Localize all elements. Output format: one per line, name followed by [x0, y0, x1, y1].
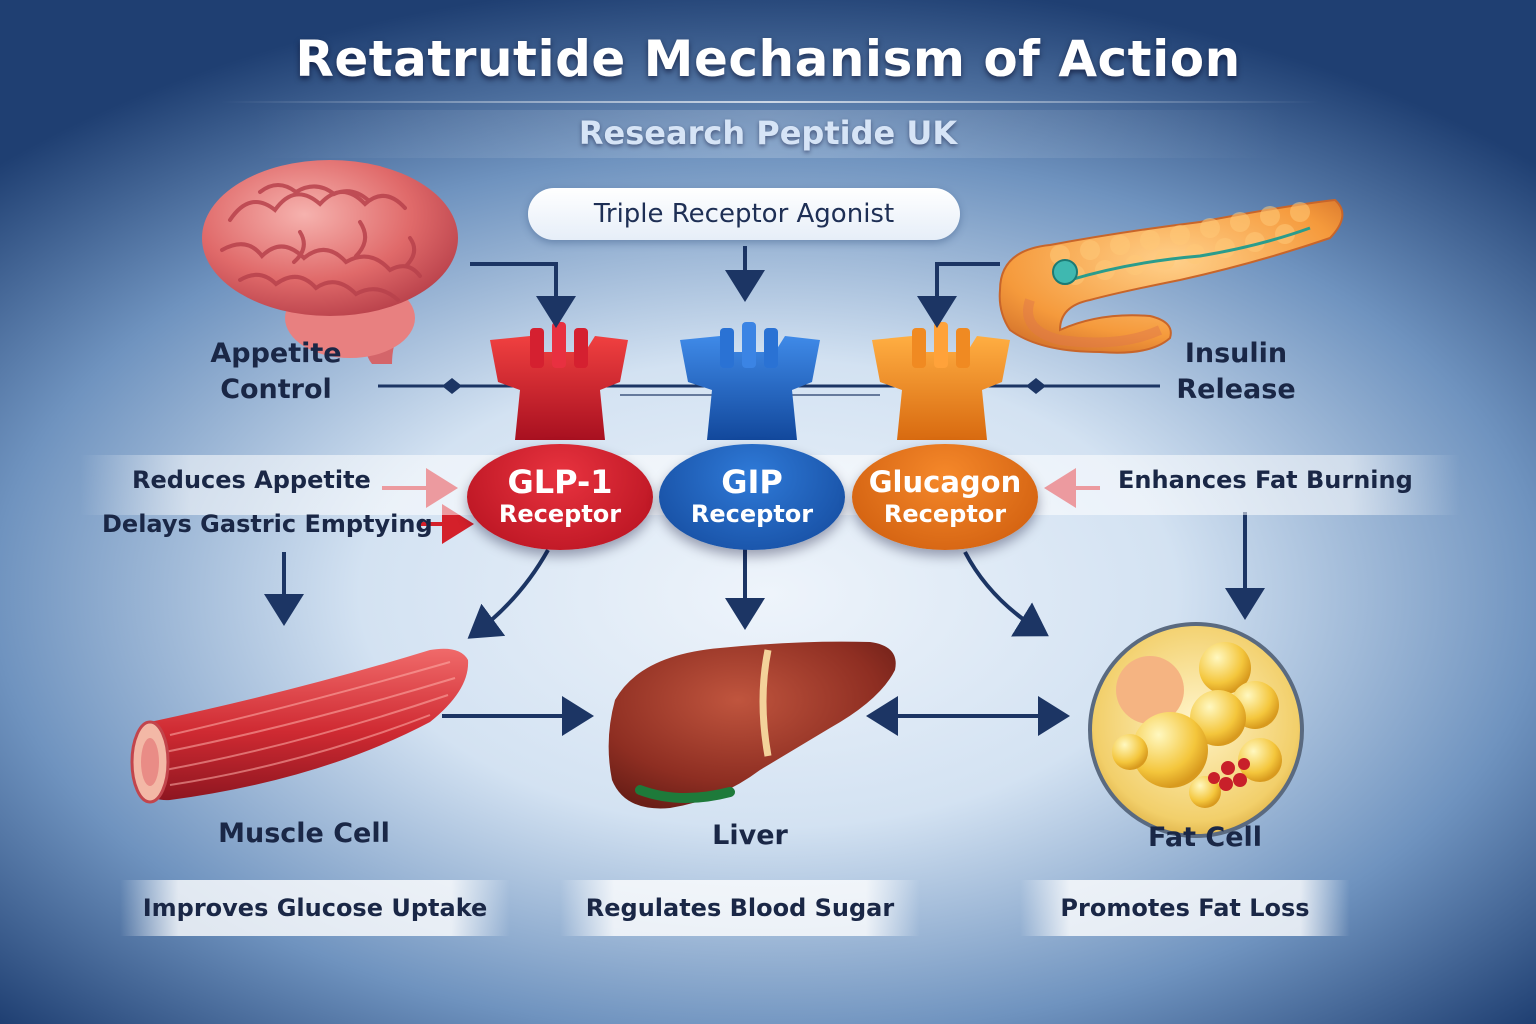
- fat-effect-label: Promotes Fat Loss: [1060, 894, 1310, 922]
- fat-cell-label: Fat Cell: [1147, 822, 1263, 853]
- effect-reduces-appetite: Reduces Appetite: [132, 466, 371, 494]
- effect-fat-burning: Enhances Fat Burning: [1118, 466, 1413, 494]
- muscle-illustration: [130, 648, 469, 804]
- liver-illustration: [608, 641, 896, 809]
- pancreas-illustration: [998, 198, 1344, 354]
- muscle-cell-label: Muscle Cell: [218, 818, 390, 849]
- receptor-glucagon-structure: [872, 322, 1010, 440]
- muscle-effect-label: Improves Glucose Uptake: [142, 894, 488, 922]
- arrow-glucagon-to-fat: [963, 551, 1049, 637]
- subtitle-band: [250, 110, 1286, 158]
- glp1-receptor: GLP-1 Receptor: [467, 444, 653, 550]
- insulin-release-label: Insulin Release: [1176, 338, 1296, 405]
- liver-label: Liver: [712, 820, 788, 851]
- arrow-pancreas-to-glucagon: [917, 262, 1000, 328]
- triple-agonist-label: Triple Receptor Agonist: [593, 199, 895, 229]
- receptor-gip-structure: [680, 322, 820, 440]
- fat-cell-illustration: [1088, 622, 1304, 838]
- page-subtitle: Research Peptide UK: [578, 114, 958, 152]
- liver-effect-band: Regulates Blood Sugar: [560, 880, 920, 936]
- arrow-glp1-to-muscle: [467, 549, 550, 639]
- appetite-control-label: Appetite Control: [210, 338, 342, 405]
- arrow-brain-to-glp1: [470, 262, 576, 328]
- page-title: Retatrutide Mechanism of Action: [295, 30, 1241, 88]
- gip-receptor: GIP Receptor: [659, 444, 845, 550]
- glucagon-receptor: Glucagon Receptor: [852, 444, 1038, 550]
- effect-delays-gastric: Delays Gastric Emptying: [102, 510, 433, 538]
- liver-effect-label: Regulates Blood Sugar: [585, 894, 895, 922]
- title-divider: [220, 101, 1320, 103]
- fat-effect-band: Promotes Fat Loss: [1020, 880, 1350, 936]
- muscle-effect-band: Improves Glucose Uptake: [120, 880, 510, 936]
- brain-illustration: [202, 160, 458, 364]
- receptor-glp1-structure: [490, 322, 628, 440]
- triple-agonist-pill: Triple Receptor Agonist: [528, 188, 960, 240]
